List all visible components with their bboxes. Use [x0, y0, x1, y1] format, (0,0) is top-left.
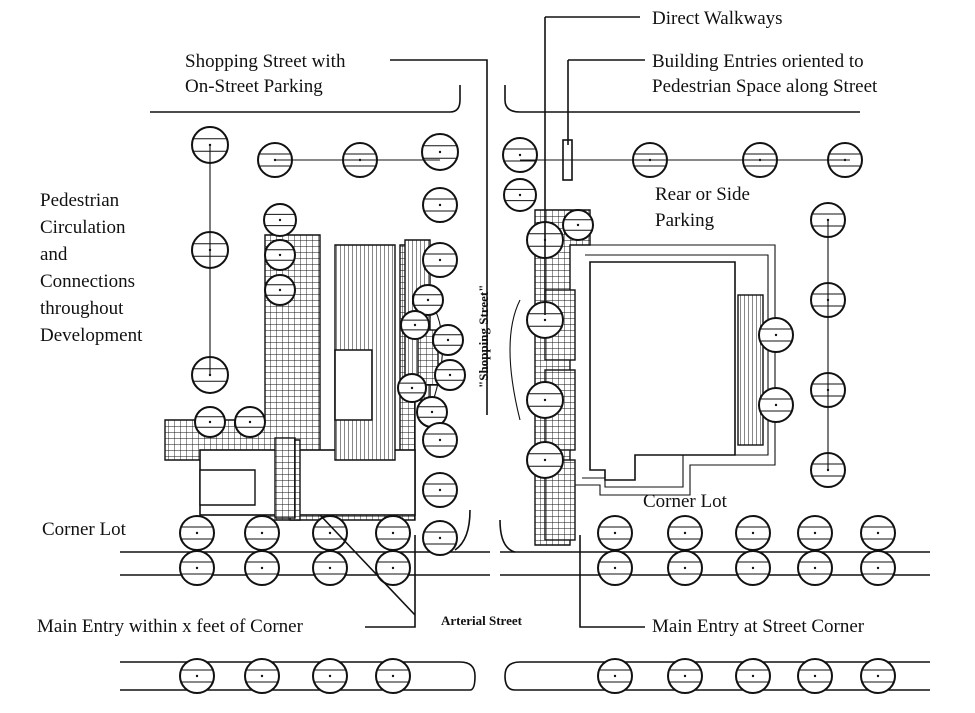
label-building-entries-2: Pedestrian Space along Street — [652, 76, 878, 97]
tree-symbol — [375, 550, 411, 586]
tree-symbol — [179, 658, 215, 694]
tree-symbol — [397, 373, 427, 403]
label-pedestrian-6: Development — [40, 325, 143, 346]
tree-symbol — [422, 422, 458, 458]
tree-symbol — [597, 658, 633, 694]
tree-symbol — [412, 284, 444, 316]
tree-symbol — [400, 310, 430, 340]
tree-symbol — [667, 515, 703, 551]
tree-symbol — [432, 324, 464, 356]
tree-symbol — [312, 550, 348, 586]
tree-symbol — [502, 137, 538, 173]
label-pedestrian-1: Pedestrian — [40, 190, 120, 211]
tree-symbol — [422, 520, 458, 556]
tree-symbol — [597, 550, 633, 586]
tree-symbol — [263, 203, 297, 237]
tree-symbol — [375, 658, 411, 694]
tree-symbol — [667, 658, 703, 694]
tree-symbol — [526, 381, 564, 419]
tree-symbol — [244, 550, 280, 586]
tree-symbol — [421, 133, 459, 171]
tree-symbol — [194, 406, 226, 438]
label-corner-lot-right: Corner Lot — [643, 491, 728, 512]
tree-symbol — [735, 658, 771, 694]
label-rear-parking-2: Parking — [655, 210, 715, 231]
tree-symbol — [312, 515, 348, 551]
trees — [179, 126, 896, 694]
tree-symbol — [860, 658, 896, 694]
label-pedestrian-4: Connections — [40, 271, 135, 292]
tree-symbol — [244, 658, 280, 694]
label-direct-walkways: Direct Walkways — [652, 8, 783, 29]
tree-symbol — [797, 658, 833, 694]
tree-symbol — [597, 515, 633, 551]
tree-symbol — [234, 406, 266, 438]
tree-symbol — [179, 550, 215, 586]
leader-lines — [319, 16, 645, 628]
label-pedestrian-5: throughout — [40, 298, 124, 319]
label-main-entry-right: Main Entry at Street Corner — [652, 616, 865, 637]
label-pedestrian-3: and — [40, 244, 68, 265]
tree-symbol — [264, 239, 296, 271]
label-main-entry-left: Main Entry within x feet of Corner — [37, 616, 304, 637]
label-building-entries-1: Building Entries oriented to — [652, 51, 864, 72]
tree-symbol — [758, 387, 794, 423]
left-block — [164, 234, 431, 521]
right-block — [534, 139, 776, 546]
street-edges — [120, 85, 930, 691]
tree-symbol — [264, 274, 296, 306]
tree-symbol — [503, 178, 537, 212]
tree-symbol — [179, 515, 215, 551]
tree-symbol — [422, 187, 458, 223]
tree-symbol — [860, 515, 896, 551]
tree-symbol — [735, 515, 771, 551]
tree-symbol — [797, 550, 833, 586]
label-shopping-street-1: Shopping Street with — [185, 51, 346, 72]
tree-symbol — [562, 209, 594, 241]
tree-symbol — [667, 550, 703, 586]
tree-symbol — [434, 359, 466, 391]
tree-symbol — [422, 472, 458, 508]
label-pedestrian-2: Circulation — [40, 217, 126, 238]
tree-symbol — [312, 658, 348, 694]
tree-symbol — [758, 317, 794, 353]
label-shopping-street-2: On-Street Parking — [185, 76, 323, 97]
tree-symbol — [735, 550, 771, 586]
walkway-lines — [209, 145, 850, 470]
tree-symbol — [375, 515, 411, 551]
tree-symbol — [526, 301, 564, 339]
label-arterial-street: Arterial Street — [441, 613, 523, 628]
tree-symbol — [422, 242, 458, 278]
label-rear-parking-1: Rear or Side — [655, 184, 750, 205]
label-corner-lot-left: Corner Lot — [42, 519, 127, 540]
tree-symbol — [526, 441, 564, 479]
label-shopping-street-vertical: "Shopping Street" — [476, 285, 491, 388]
tree-symbol — [244, 515, 280, 551]
tree-symbol — [797, 515, 833, 551]
tree-symbol — [860, 550, 896, 586]
